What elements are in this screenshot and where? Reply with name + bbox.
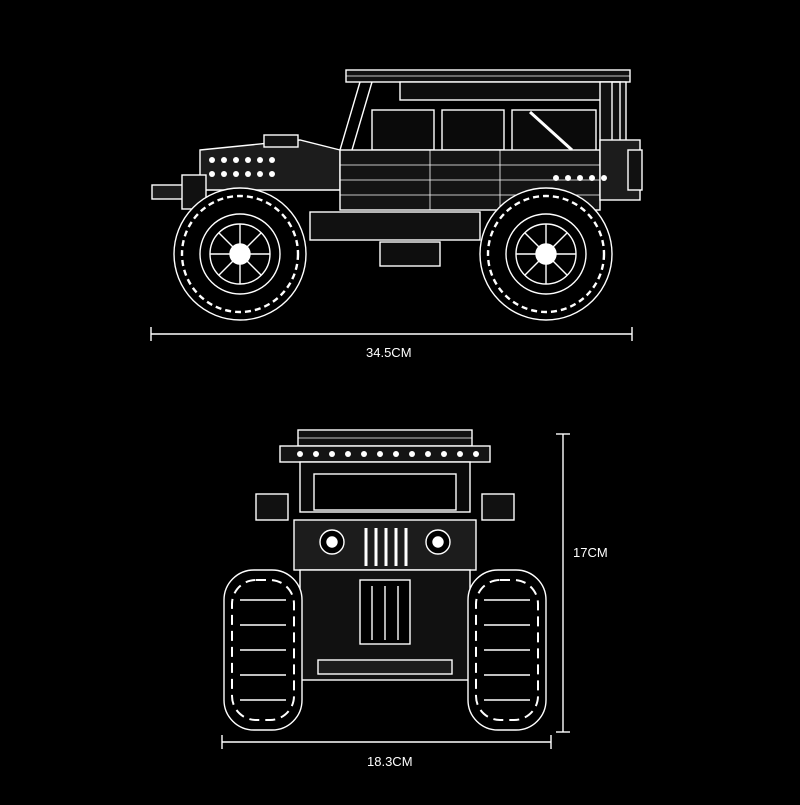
front-wheel: [173, 187, 307, 321]
side-view-vehicle: [151, 69, 643, 321]
front-view-left-tire: [223, 569, 303, 731]
height-dimension-line: [556, 433, 570, 733]
rear-wheel: [479, 187, 613, 321]
front-view-vehicle: [223, 429, 547, 731]
width-dimension-line: [221, 735, 552, 749]
height-label: 17CM: [573, 545, 607, 560]
width-label: 18.3CM: [367, 754, 413, 769]
length-dimension-line: [150, 327, 633, 341]
front-view-right-tire: [467, 569, 547, 731]
length-label: 34.5CM: [366, 345, 412, 360]
